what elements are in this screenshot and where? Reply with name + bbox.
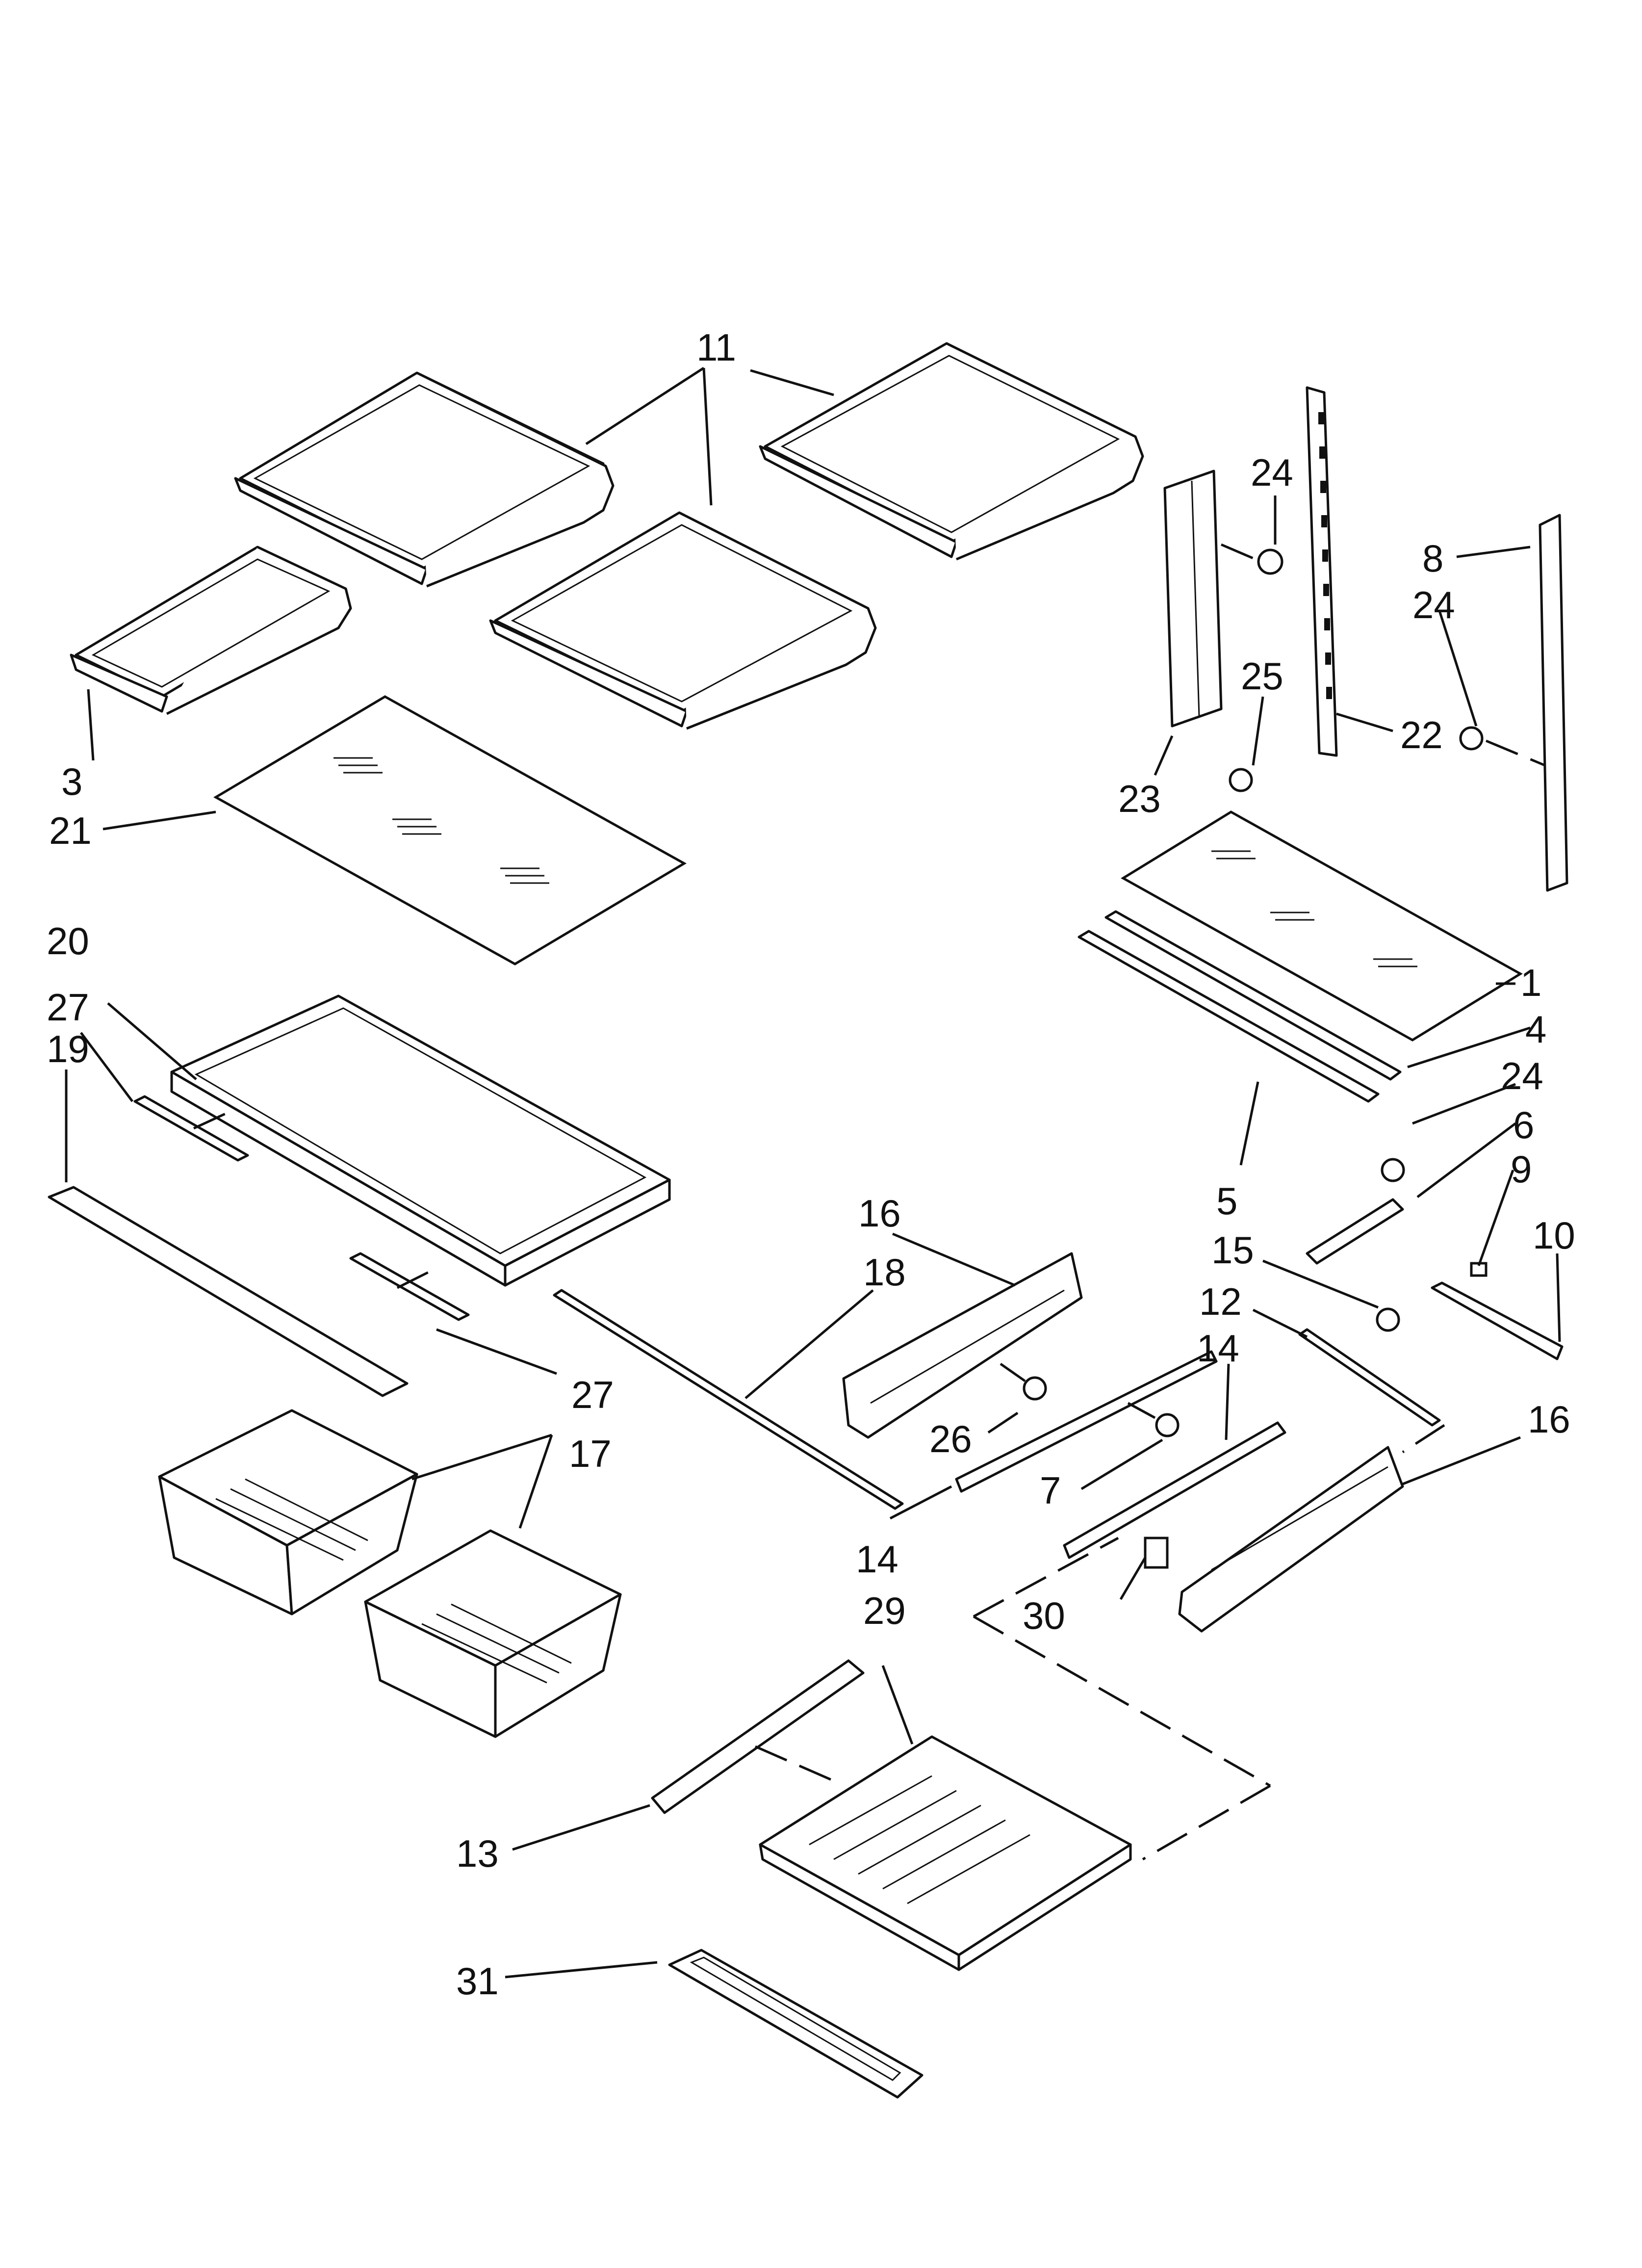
clip-30 [1144, 1537, 1169, 1569]
callout-8: 8 [1422, 537, 1443, 580]
callout-29: 29 [863, 1589, 906, 1632]
callout-16-right: 16 [1528, 1398, 1570, 1441]
upright-23 [1163, 469, 1223, 728]
callout-11: 11 [696, 326, 736, 369]
shelf-trim-4 [1104, 910, 1402, 1081]
callout-25: 25 [1241, 654, 1283, 698]
callout-31: 31 [456, 1959, 499, 2003]
callout-22: 22 [1400, 713, 1443, 756]
bracket-16-right [1178, 1446, 1404, 1633]
callout-9: 9 [1511, 1147, 1532, 1191]
crisper-drawer-17-left [158, 1409, 418, 1616]
basket-29 [759, 1735, 1132, 1971]
callout-23: 23 [1118, 777, 1161, 820]
slide-14-left [955, 1350, 1218, 1493]
callout-26: 26 [929, 1417, 972, 1460]
assembly-line-b [973, 1615, 1271, 1787]
callout-5: 5 [1216, 1179, 1237, 1223]
shelf-trim-5 [1078, 930, 1380, 1103]
callout-13: 13 [456, 1832, 499, 1875]
callout-6: 6 [1513, 1103, 1534, 1147]
callout-14-top: 14 [1197, 1327, 1239, 1370]
glass-shelf-1 [1121, 810, 1523, 1042]
bracket-9-6 [1306, 1158, 1405, 1332]
glass-shelf-21 [213, 695, 687, 965]
assembly-line-d [754, 1745, 835, 1782]
rails-27 [133, 1095, 470, 1321]
callout-1: 1 [1520, 961, 1541, 1004]
shelf-3 [70, 546, 352, 715]
assembly-line-c [1142, 1784, 1271, 1861]
callout-27-top: 27 [47, 986, 89, 1029]
divider-13 [651, 1659, 865, 1814]
callout-30: 30 [1023, 1594, 1065, 1637]
crisper-drawer-17-right [364, 1529, 622, 1738]
upright-22 [1306, 386, 1338, 757]
callout-15: 15 [1211, 1228, 1254, 1272]
slide-12 [1298, 1328, 1445, 1454]
shelf-11-middle [489, 511, 877, 730]
assembly-line-a [973, 1537, 1119, 1618]
callout-21: 21 [49, 809, 92, 852]
callout-7: 7 [1040, 1469, 1061, 1512]
callout-27-bottom: 27 [571, 1373, 614, 1416]
screws-24-25 [1221, 543, 1545, 792]
upright-8 [1539, 514, 1568, 892]
callout-16-top: 16 [858, 1192, 901, 1235]
callout-20: 20 [47, 919, 89, 963]
handle-31 [668, 1949, 924, 2099]
callout-24-right: 24 [1412, 583, 1455, 626]
callout-24-top: 24 [1251, 451, 1293, 494]
shelf-11-right [759, 342, 1144, 561]
rod-18 [553, 1289, 904, 1510]
rail-10 [1431, 1262, 1564, 1360]
leader-lines [65, 366, 1561, 1979]
crisper-cover-20 [170, 994, 671, 1287]
callout-19: 19 [47, 1027, 89, 1070]
slide-14-right [1063, 1421, 1286, 1559]
callout-3: 3 [61, 760, 82, 803]
callout-18: 18 [863, 1251, 906, 1294]
bracket-16-left [842, 1252, 1083, 1439]
callout-17: 17 [569, 1432, 612, 1475]
trim-19 [48, 1186, 409, 1397]
callout-24-mid: 24 [1501, 1054, 1543, 1097]
shelf-11-left [234, 371, 615, 588]
callout-4: 4 [1525, 1008, 1546, 1051]
callout-14-bottom: 14 [856, 1538, 898, 1581]
callout-12: 12 [1199, 1280, 1242, 1323]
callout-10: 10 [1533, 1214, 1575, 1257]
